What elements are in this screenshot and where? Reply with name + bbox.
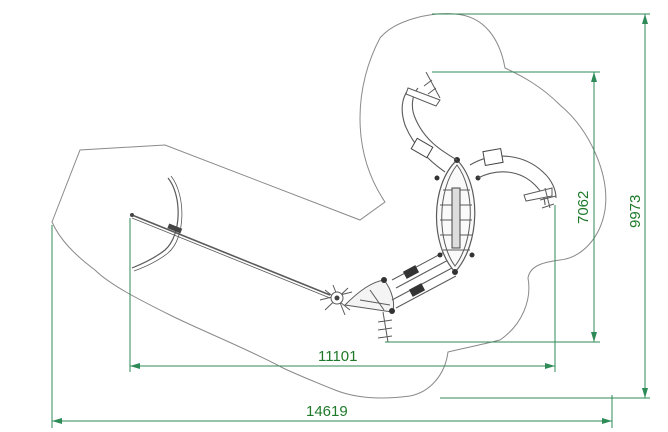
dimension-overall-height-label: 9973 — [627, 195, 644, 228]
dimension-overall-height — [432, 13, 650, 399]
dimension-overall-width — [51, 225, 613, 428]
dimension-structure-height-label: 7062 — [575, 191, 592, 224]
dimension-structure-height — [385, 71, 600, 343]
bridge-lower — [391, 267, 457, 309]
curved-wall — [131, 177, 179, 269]
dimension-overall-width-label: 14619 — [306, 403, 348, 420]
equipment — [130, 71, 557, 343]
bridge-upper — [391, 249, 453, 289]
dimension-structure-width-label: 11101 — [318, 348, 358, 365]
dimension-structure-width — [129, 205, 556, 372]
small-dome — [343, 279, 395, 313]
climbing-pole — [131, 214, 331, 296]
safety-zone-outline — [51, 13, 607, 399]
ladder-pegs — [377, 311, 393, 343]
